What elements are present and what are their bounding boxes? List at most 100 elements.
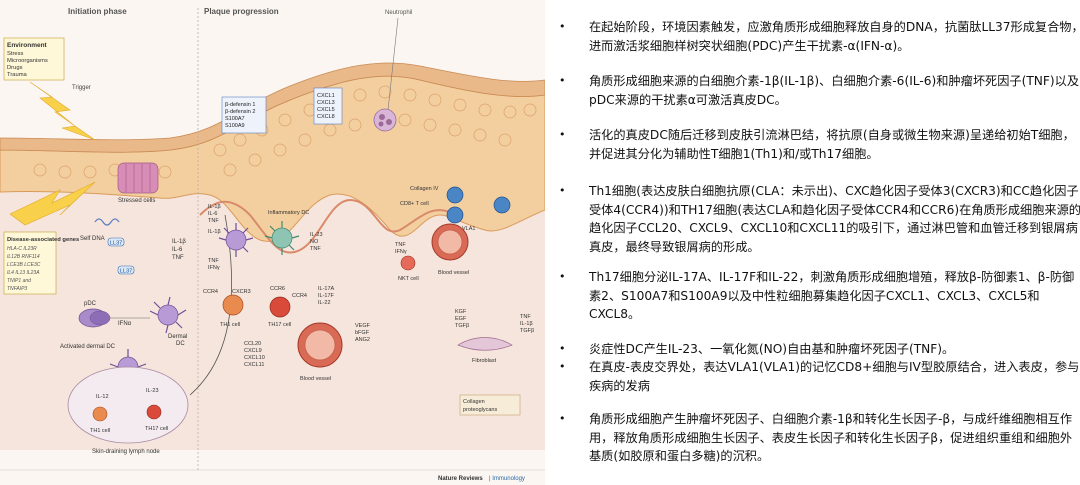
environment-title: Environment	[7, 42, 48, 49]
dermal-dc-label-1: Dermal	[168, 334, 187, 340]
dermal-dc-label-2: DC	[176, 341, 185, 347]
th17-ccr4-label: CCR4	[292, 293, 307, 299]
chemokine-item: CXCL3	[317, 100, 335, 106]
ln-th1-label: TH1 cell	[90, 428, 110, 434]
inflammatory-dc-label: Inflammatory DC	[268, 210, 309, 216]
cd8-t-cell	[493, 196, 511, 214]
chemokine-box	[313, 87, 343, 125]
environment-item: Stress	[7, 51, 24, 57]
svg-text:HLA-C IL23R: HLA-C IL23R	[7, 246, 37, 252]
cd8-t-cell	[446, 186, 464, 204]
nkt-cell	[400, 255, 416, 271]
ccr6-label: CCR6	[270, 286, 285, 292]
ln-il12-label: IL-12	[96, 394, 109, 400]
ccl-item: CXCL9	[244, 348, 262, 354]
tnf-ifng: IFNγ	[208, 265, 220, 271]
defensin-item: β-defensin 2	[225, 109, 255, 115]
cd8-t-cell	[446, 206, 464, 224]
th17-label: TH17 cell	[268, 322, 291, 328]
trigger-label: Trigger	[72, 85, 91, 91]
fibroblast-cytokine: TNF	[520, 314, 531, 320]
growth-factor: EGF	[455, 316, 467, 322]
bullet-dot-icon: •	[559, 20, 566, 33]
bullet-dot-icon: •	[559, 270, 566, 283]
il23-no-tnf: NO	[310, 239, 319, 245]
bullet-dot-icon: •	[559, 74, 566, 87]
chemokine-item: CXCL8	[317, 114, 335, 120]
dc-cytokine: TNF	[208, 218, 219, 224]
credit-journal: Nature Reviews	[438, 476, 483, 482]
disease-genes-title: Disease-associated genes	[7, 237, 79, 243]
pdc-cell	[78, 308, 111, 328]
blood-vessel	[431, 223, 469, 261]
ccr4-label: CCR4	[203, 289, 218, 295]
bullet-dot-icon: •	[559, 360, 566, 373]
environment-item: Microorganisms	[7, 58, 48, 64]
defensin-item: S100A9	[225, 123, 245, 129]
ll37-label: LL37	[120, 269, 132, 275]
svg-text:LCE3B LCE3C: LCE3B LCE3C	[7, 262, 41, 268]
dermal-papilla-outline	[199, 198, 451, 254]
ccl-item: CCL20	[244, 341, 261, 347]
th1-label: TH1 cell	[220, 322, 240, 328]
cytokine-label: IL-1β	[172, 239, 186, 245]
vegf-item: ANG2	[355, 337, 370, 343]
neutrophil-label: Neutrophil	[385, 10, 412, 16]
ccl-item: CXCL10	[244, 355, 265, 361]
chemokine-item: CXCL1	[317, 93, 335, 99]
dermal-dc-cell	[149, 296, 187, 334]
psoriasis-pathogenesis-figure: Initiation phase Plaque progression Envi…	[0, 0, 545, 485]
growth-factor: TGFβ	[455, 323, 469, 329]
fibroblast-label: Fibroblast	[472, 358, 497, 364]
pdc-label: pDC	[84, 301, 97, 307]
stressed-cells-label: Stressed cells	[118, 198, 155, 204]
lymph-node	[67, 366, 189, 444]
stratum-corneum	[0, 62, 545, 153]
fibroblast-cytokine: IL-1β	[520, 321, 533, 327]
ln-th17-label: TH17 cell	[145, 426, 168, 432]
ln-il23-label: IL-23	[146, 388, 159, 394]
trigger-bolt-icon	[9, 181, 96, 226]
vegf-item: VEGF	[355, 323, 371, 329]
bullet-dot-icon: •	[559, 184, 566, 197]
defensin-box	[221, 96, 267, 134]
defensin-item: S100A7	[225, 116, 245, 122]
bullet-text: 炎症性DC产生IL-23、一氧化氮(NO)自由基和肿瘤坏死因子(TNF)。	[589, 342, 955, 356]
lymph-node-label: Skin-draining lymph node	[92, 449, 160, 455]
blood-vessel	[297, 322, 343, 368]
figure-canvas: Initiation phase Plaque progression Envi…	[0, 7, 545, 482]
disease-genes-box	[3, 231, 57, 295]
collagen-iv-label: Collagen IV	[410, 186, 439, 192]
self-dna-label: Self DNA	[80, 236, 105, 242]
th17-cell	[269, 296, 291, 318]
disease-gene: HLA-C	[7, 246, 22, 252]
bullet-dot-icon: •	[559, 128, 566, 141]
th1-cell	[222, 294, 244, 316]
stressed-cells	[117, 162, 159, 194]
disease-gene: IL23A	[26, 270, 40, 276]
cytokine-label: IL-6	[172, 247, 183, 253]
bullet-text: 活化的真皮DC随后迁移到皮肤引流淋巴结，将抗原(自身或微生物来源)呈递给初始T细…	[589, 128, 1075, 161]
disease-gene: IL4	[7, 270, 14, 276]
nkt-label: NKT cell	[398, 276, 419, 282]
vegf-item: bFGF	[355, 330, 370, 336]
collagen-box	[459, 394, 521, 416]
disease-gene: and	[23, 278, 32, 284]
svg-text:IL4 IL13 IL23A: IL4 IL13 IL23A	[7, 270, 40, 276]
environment-box	[3, 37, 65, 81]
tnf-ifng: TNF	[208, 258, 219, 264]
credit-section: Immunology	[492, 476, 525, 482]
disease-gene: LCE3C	[24, 262, 41, 268]
bullet-text: 角质形成细胞来源的白细胞介素-1β(IL-1β)、白细胞介素-6(IL-6)和肿…	[589, 74, 1080, 107]
svg-text:TNIP1 and: TNIP1 and	[7, 278, 31, 284]
cd8-label: CD8+ T cell	[400, 201, 429, 207]
activated-dc-label: Activated dermal DC	[60, 344, 116, 350]
ln-th1-cell	[92, 406, 108, 422]
svg-text:| Immunology: | Immunology	[489, 476, 525, 482]
tnf-ifng-2: IFNγ	[395, 249, 407, 255]
bullet-text: 在真皮-表皮交界处，表达VLA1(VLA1)的记忆CD8+细胞与IV型胶原结合，…	[589, 360, 1080, 393]
bullet-text: 角质形成细胞产生肿瘤坏死因子、白细胞介素-1β和转化生长因子-β，与成纤维细胞相…	[589, 412, 1073, 463]
dna-strand-icon	[94, 218, 120, 226]
disease-gene: LCE3B	[7, 262, 24, 268]
il23-no-tnf: TNF	[310, 246, 321, 252]
